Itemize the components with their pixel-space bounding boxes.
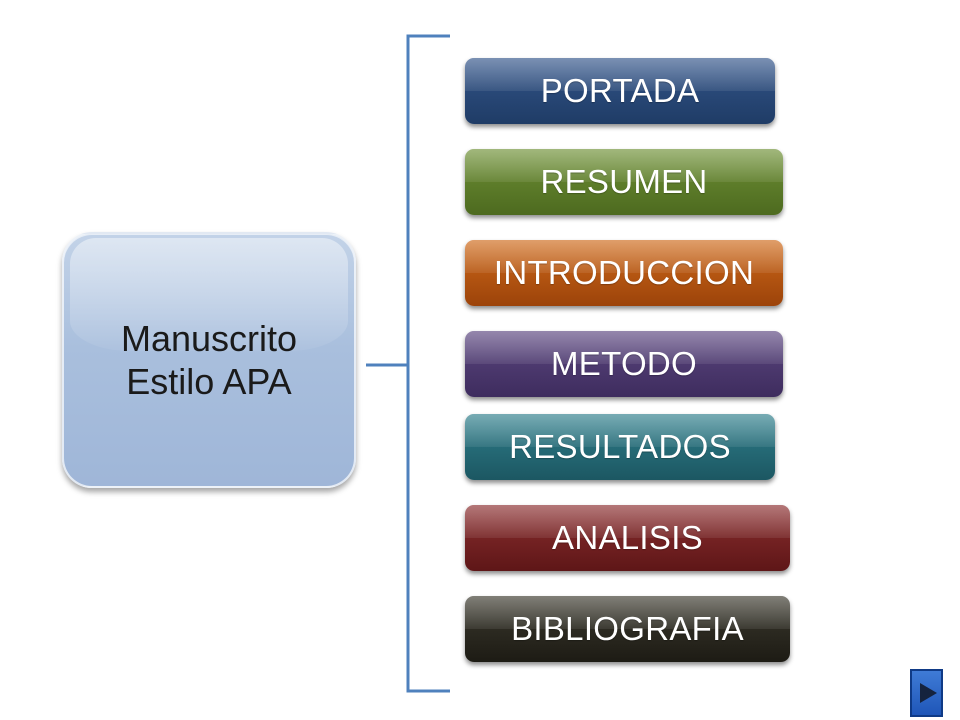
section-resumen: RESUMEN [465,149,783,215]
play-triangle-icon [919,683,937,703]
next-slide-button[interactable] [910,669,943,717]
section-resultados: RESULTADOS [465,414,775,480]
section-label: INTRODUCCION [493,254,755,291]
section-portada: PORTADA [465,58,775,124]
section-label: PORTADA [540,72,700,109]
section-label: METODO [550,345,698,382]
main-node: Manuscrito Estilo APA [62,232,356,488]
section-introduccion: INTRODUCCION [465,240,783,306]
section-label: ANALISIS [552,519,703,556]
section-bibliografia: BIBLIOGRAFIA [465,596,790,662]
section-analisis: ANALISIS [465,505,790,571]
main-node-label: Manuscrito Estilo APA [120,317,298,402]
section-label: RESULTADOS [509,428,731,465]
section-label: RESUMEN [540,163,708,200]
section-label: BIBLIOGRAFIA [511,610,744,647]
section-metodo: METODO [465,331,783,397]
